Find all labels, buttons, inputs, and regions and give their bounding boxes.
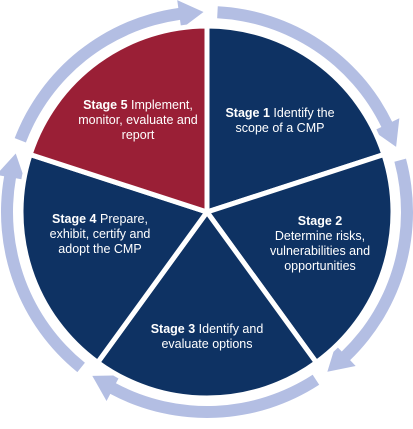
stage-3-text: Identify and evaluate options (161, 322, 264, 351)
stage-3-label: Stage 3 Identify and evaluate options (146, 322, 268, 352)
stage-2-text: Determine risks, vulnerabilities and opp… (269, 229, 371, 273)
ring-arrow-2 (327, 158, 413, 372)
segment-stage-5 (27, 23, 210, 215)
stage-1-label: Stage 1 Identify the scope of a CMP (216, 106, 344, 136)
stage-1-text: Identify the scope of a CMP (235, 106, 335, 135)
stage-4-title: Stage 4 (52, 212, 97, 226)
segment-stage-1 (204, 23, 387, 215)
segment-stage-3 (95, 209, 319, 401)
ring-arrow-5 (14, 0, 204, 143)
stage-5-title: Stage 5 (83, 98, 128, 112)
ring-arrow-4 (0, 153, 85, 373)
ring-arrow-1 (217, 6, 400, 147)
stage-3-title: Stage 3 (150, 322, 196, 336)
stage-4-label: Stage 4 Prepare, exhibit, certify and ad… (41, 212, 159, 257)
stage-1-title: Stage 1 (225, 106, 270, 120)
stage-5-label: Stage 5 Implement, monitor, evaluate and… (74, 98, 202, 143)
ring-arrow-3 (92, 374, 320, 418)
segment-stage-4 (18, 152, 210, 365)
segment-stage-2 (204, 152, 396, 365)
stage-4-text: Prepare, exhibit, certify and adopt the … (49, 212, 151, 256)
stage-5-text: Implement, monitor, evaluate and report (78, 98, 198, 142)
stage-2-label: Stage 2 Determine risks, vulnerabilities… (266, 214, 374, 274)
stage-2-title: Stage 2 (297, 214, 343, 228)
